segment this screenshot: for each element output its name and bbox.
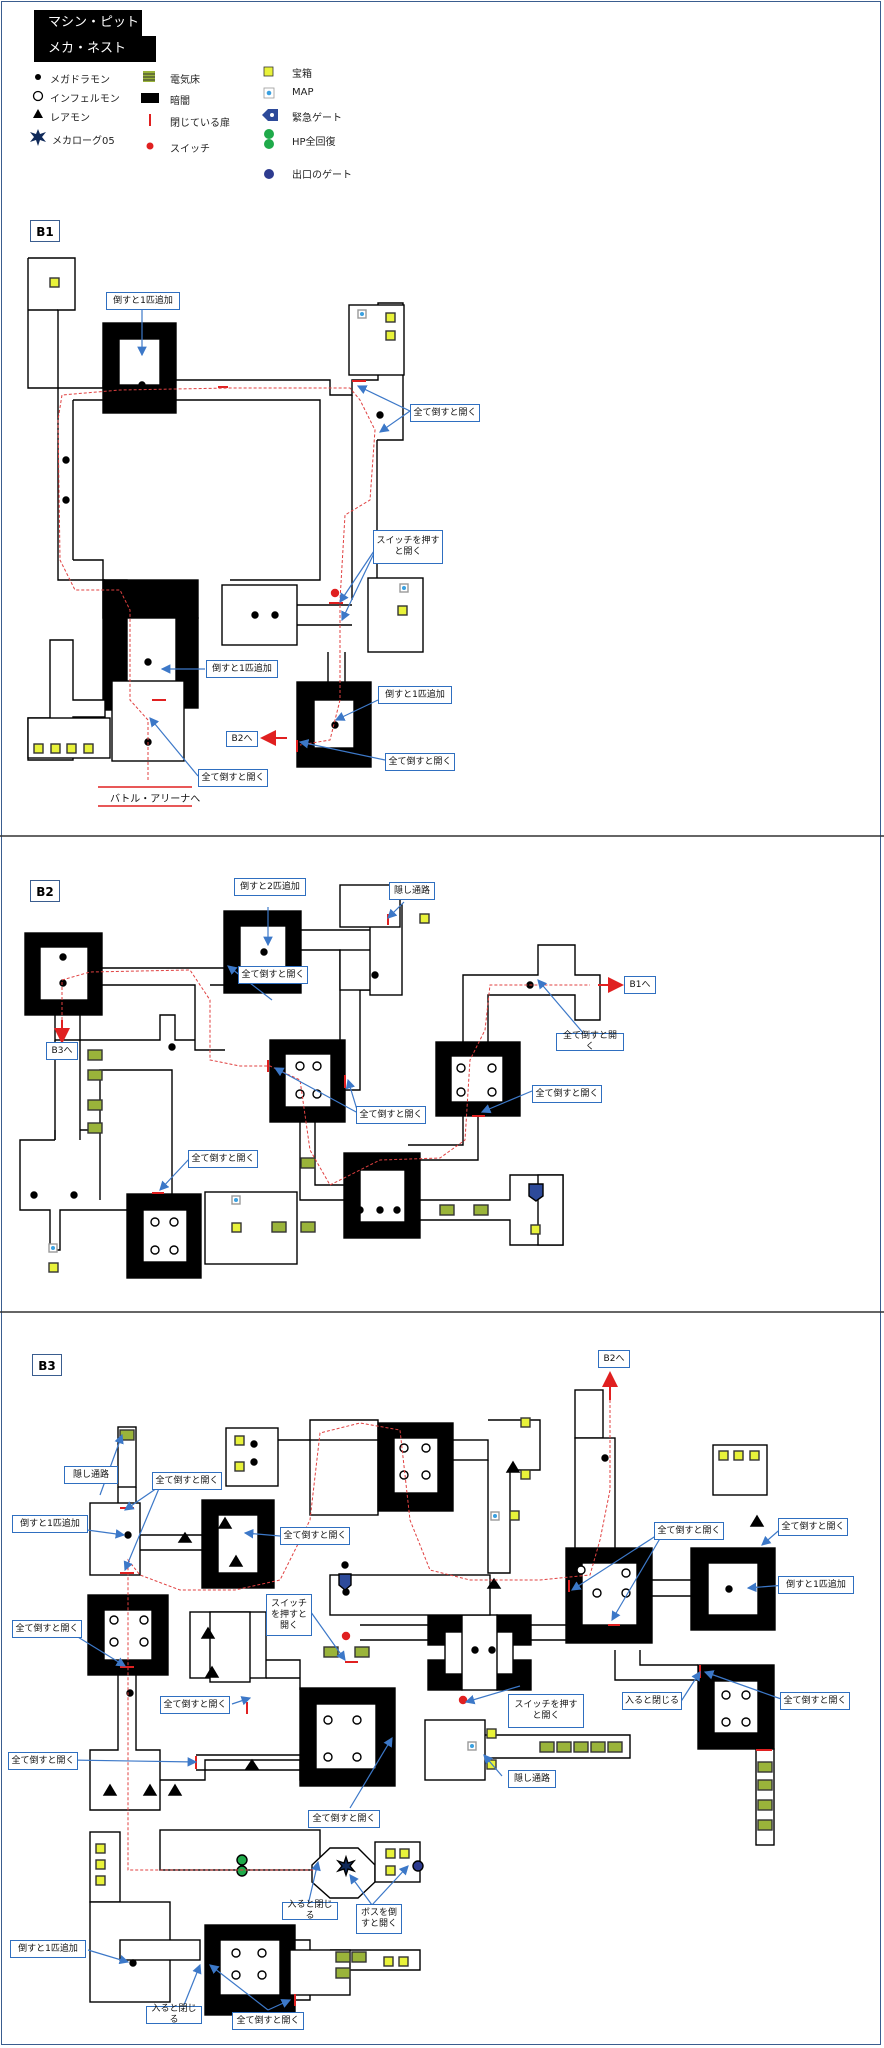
megadramon-icon [35, 74, 41, 80]
legend-exit-gate: 出口のゲート [292, 170, 352, 181]
b3-map [67, 1371, 787, 2016]
b3-note-17: 入ると閉じる [282, 1900, 338, 1921]
b3-note-4: 全て倒すと開く [280, 1527, 350, 1545]
b2-exit-b1: B1へ [624, 976, 656, 994]
legend-electric-floor: 電気床 [170, 75, 200, 86]
legend-megadramon: メガドラモン [50, 75, 110, 86]
b3-exit-b2: B2へ [598, 1350, 630, 1368]
b1-note-7: 全て倒すと開く [198, 769, 268, 787]
legend-treasure: 宝箱 [292, 69, 312, 80]
b3-note-7: スイッチ を押すと 開く [266, 1594, 312, 1636]
b2-map [19, 884, 624, 1279]
title-machine-pit: マシン・ピット [34, 10, 142, 36]
b3-note-21: 全て倒すと開く [232, 2012, 304, 2030]
b3-note-14: 全て倒すと開く [780, 1692, 850, 1710]
b2-note-4: 全て倒すと開く [556, 1031, 624, 1052]
b3-note-19: 倒すと1匹追加 [10, 1940, 86, 1958]
infermon-icon [32, 90, 44, 102]
darkness-icon [141, 93, 159, 103]
b2-note-3: 全て倒すと開く [238, 966, 308, 984]
legend-closed-wall: 閉じている扉 [170, 118, 230, 129]
legend-raremon: レアモン [50, 113, 90, 124]
b3-note-1: 隠し通路 [64, 1466, 118, 1484]
b1-note-5: 倒すと1匹追加 [378, 686, 452, 704]
b3-note-10: 全て倒すと開く [654, 1522, 724, 1540]
b1-note-6: 全て倒すと開く [385, 753, 455, 771]
legend-infermon: インフェルモン [50, 94, 120, 105]
legend-switch: スイッチ [170, 144, 210, 155]
legend-icons [30, 66, 278, 179]
b1-note-3: スイッチを押す と開く [373, 530, 443, 564]
b2-note-6: 全て倒すと開く [356, 1106, 426, 1124]
b3-note-3: 倒すと1匹追加 [12, 1515, 88, 1533]
b3-note-15: 隠し通路 [508, 1770, 556, 1788]
b2-note-2: 隠し通路 [389, 882, 435, 900]
b2-note-7: 全て倒すと開く [188, 1150, 258, 1168]
legend-emergency-gate: 緊急ゲート [292, 113, 342, 124]
b3-note-16: 全て倒すと開く [308, 1810, 380, 1828]
title-mecha-nest: メカ・ネスト [34, 36, 156, 62]
floor-label-b1: B1 [30, 220, 60, 242]
legend-map: MAP [292, 87, 314, 98]
b1-note-1: 倒すと1匹追加 [106, 292, 180, 310]
switch-icon [146, 142, 154, 150]
b3-note-2: 全て倒すと開く [152, 1472, 222, 1490]
b3-note-8: 全て倒すと開く [8, 1752, 78, 1770]
floor-label-b3: B3 [32, 1354, 62, 1376]
treasure-icon [263, 66, 274, 77]
mecha-log-icon [30, 129, 46, 146]
b2-note-5: 全て倒すと開く [532, 1085, 602, 1103]
b2-note-1: 倒すと2匹追加 [234, 878, 306, 896]
raremon-icon [33, 109, 43, 118]
hp-recovery-icon [264, 129, 274, 139]
legend-mecha-log: メカローグ05 [52, 136, 115, 147]
b3-note-20: 入ると閉じる [146, 2004, 202, 2025]
b3-note-9: 倒すと1匹追加 [778, 1576, 854, 1594]
b1-exit-b2: B2へ [226, 731, 258, 747]
legend-hp-recovery: HP全回復 [292, 137, 336, 148]
floor-label-b2: B2 [30, 880, 60, 902]
b2-exit-b3: B3へ [46, 1042, 78, 1060]
exit-gate-icon [264, 169, 274, 179]
b3-note-11: 全て倒すと開く [778, 1518, 848, 1536]
b3-note-5: 全て倒すと開く [12, 1620, 82, 1638]
b3-note-6: 全て倒すと開く [160, 1696, 230, 1714]
b1-exit-arena: バトル・アリーナへ [110, 794, 201, 805]
b3-note-13: 入ると閉じる [622, 1692, 682, 1710]
b1-note-2: 全て倒すと開く [410, 404, 480, 422]
legend-darkness: 暗闇 [170, 96, 190, 107]
b1-map [27, 257, 424, 807]
b3-note-18: ボスを倒 すと開く [356, 1904, 402, 1934]
b3-note-12: スイッチを押す と開く [508, 1694, 584, 1728]
b1-note-4: 倒すと1匹追加 [206, 660, 278, 678]
